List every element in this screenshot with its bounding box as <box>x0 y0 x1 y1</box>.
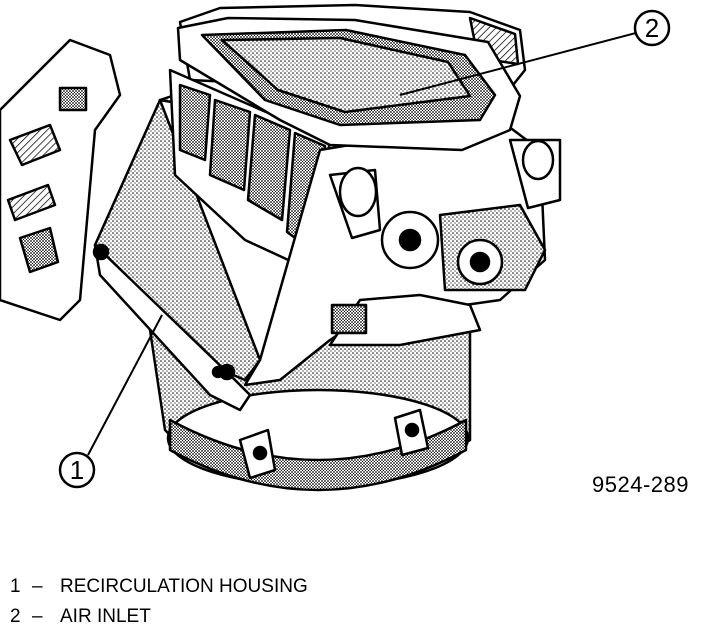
figure-id: 9524-289 <box>592 472 689 497</box>
callout-leader-2 <box>399 32 637 96</box>
legend-number: 2 <box>10 606 21 627</box>
legend-separator: – <box>32 606 43 627</box>
heater-case-left <box>0 38 122 322</box>
legend-label: RECIRCULATION HOUSING <box>60 576 308 597</box>
legend-number: 1 <box>10 576 21 597</box>
blower-housing-body <box>211 118 562 387</box>
callout-leader-1 <box>87 314 163 456</box>
legend-item: 2 – AIR INLET <box>10 602 308 632</box>
callout-badge-2: 2 <box>633 9 671 47</box>
legend-label: AIR INLET <box>60 606 151 627</box>
callout-number-2: 2 <box>645 13 659 43</box>
legend-separator: – <box>32 576 43 597</box>
louver-panel <box>168 68 332 272</box>
legend: 1 – RECIRCULATION HOUSING 2 – AIR INLET <box>10 572 308 632</box>
legend-item: 1 – RECIRCULATION HOUSING <box>10 572 308 602</box>
callout-badge-1: 1 <box>58 451 96 489</box>
callout-number-1: 1 <box>70 455 84 485</box>
